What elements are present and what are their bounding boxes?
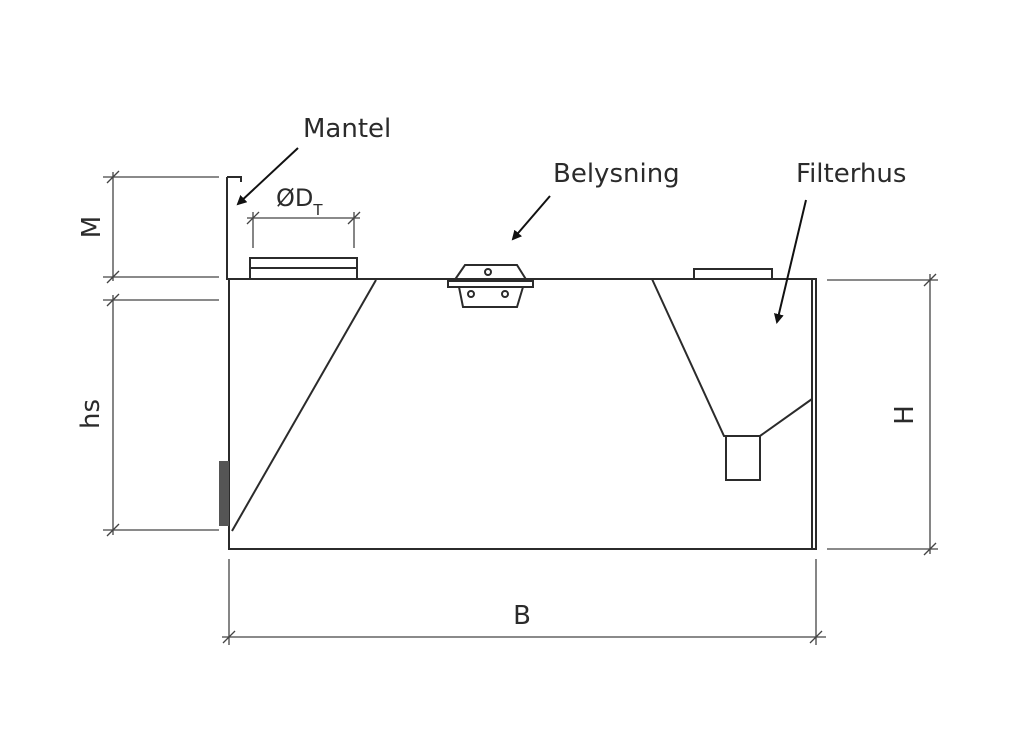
label-belysning: Belysning: [553, 159, 680, 189]
label-dim-dt: ØDT: [276, 184, 323, 219]
light-screw: [501, 290, 509, 298]
belysning-arrow: [511, 195, 551, 241]
dimension-h: [827, 273, 938, 556]
dimension-b: [222, 559, 826, 645]
dimension-dt: [246, 211, 361, 248]
light-housing: [458, 286, 524, 308]
dimension-m: [103, 170, 219, 284]
label-filterhus: Filterhus: [796, 159, 906, 189]
light-screw: [484, 268, 492, 276]
label-dim-b: B: [513, 601, 531, 631]
label-mantel: Mantel: [303, 114, 391, 144]
light-screw: [467, 290, 475, 298]
light-mount-plate: [447, 280, 534, 288]
label-dim-m: M: [77, 216, 107, 238]
mantel-arrow: [236, 147, 299, 206]
mantel-bracket: [226, 176, 242, 280]
filter-housing-funnel: [651, 278, 813, 437]
label-dim-h: H: [890, 405, 920, 425]
hood-body: [228, 278, 817, 550]
filter-drain-box: [725, 435, 761, 481]
light-top-cap: [453, 264, 528, 282]
filter-outlet: [693, 268, 773, 280]
grease-trough: [219, 461, 229, 526]
inner-slope-line: [231, 279, 377, 532]
dimension-hs: [103, 293, 219, 537]
label-dim-hs: hs: [76, 399, 106, 429]
filterhus-arrow: [773, 199, 807, 324]
